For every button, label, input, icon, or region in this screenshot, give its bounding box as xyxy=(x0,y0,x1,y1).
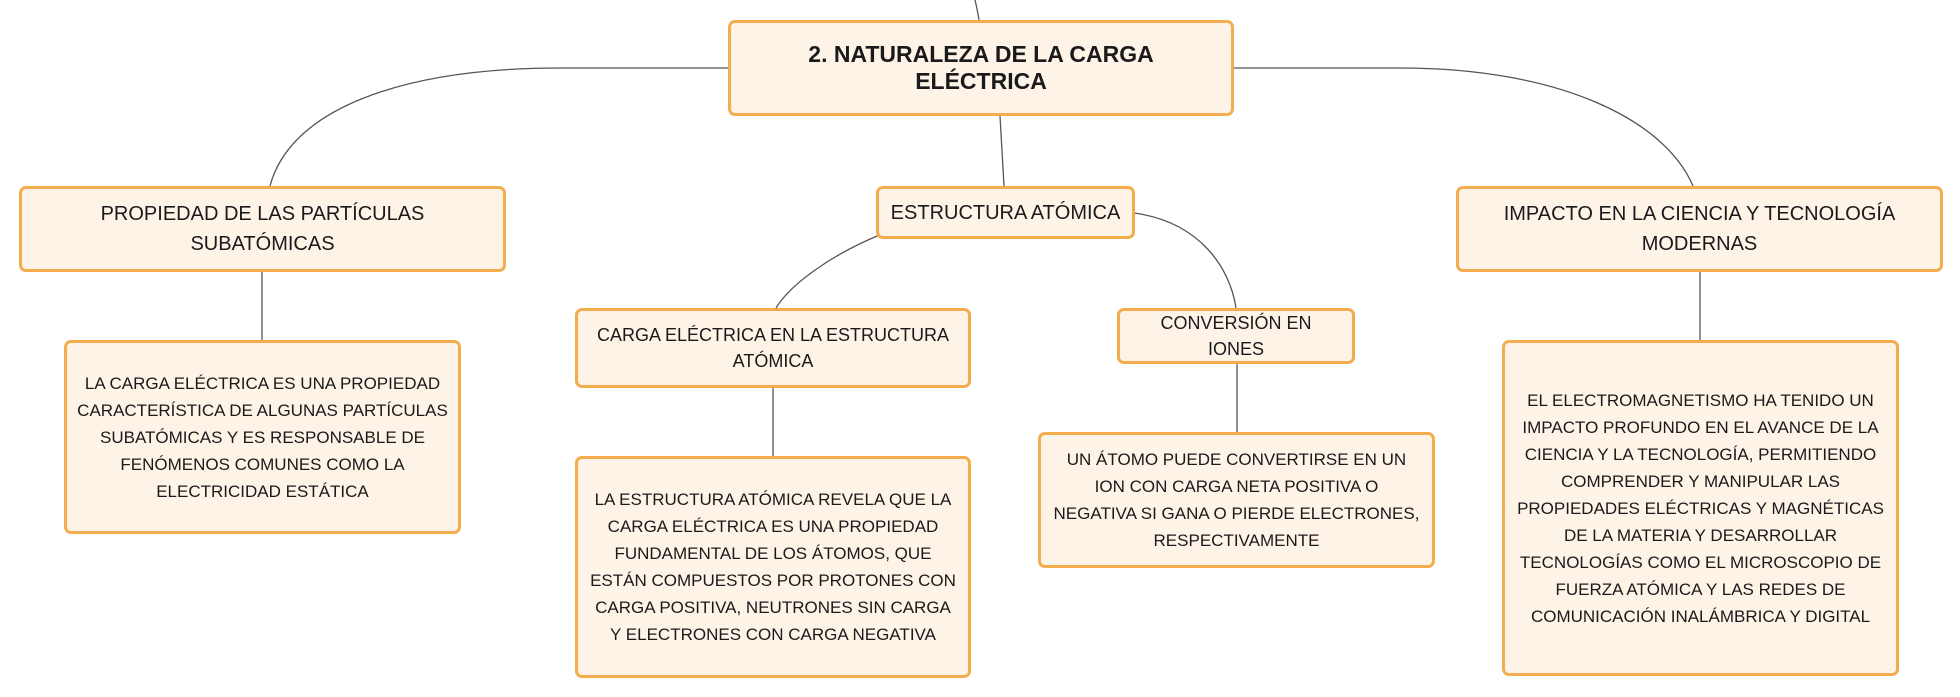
connector-root-to-structure xyxy=(999,115,1005,187)
subtopic-node-ions[interactable]: CONVERSIÓN EN IONES xyxy=(1117,308,1355,364)
description-node-subatomic[interactable]: LA CARGA ELÉCTRICA ES UNA PROPIEDAD CARA… xyxy=(64,340,461,534)
description-text-ions: UN ÁTOMO PUEDE CONVERTIRSE EN UN ION CON… xyxy=(1053,450,1420,550)
topic-node-atomic-structure[interactable]: ESTRUCTURA ATÓMICA xyxy=(876,186,1135,239)
description-node-impact[interactable]: EL ELECTROMAGNETISMO HA TENIDO UN IMPACT… xyxy=(1502,340,1899,676)
connector-root-to-impact xyxy=(1234,67,1694,187)
topic-node-impact[interactable]: IMPACTO EN LA CIENCIA Y TECNOLOGÍA MODER… xyxy=(1456,186,1943,272)
connector-root-to-subatomic xyxy=(269,67,728,187)
description-node-ions[interactable]: UN ÁTOMO PUEDE CONVERTIRSE EN UN ION CON… xyxy=(1038,432,1435,568)
description-text-impact: EL ELECTROMAGNETISMO HA TENIDO UN IMPACT… xyxy=(1517,390,1884,626)
subtopic-label-charge-structure: CARGA ELÉCTRICA EN LA ESTRUCTURA ATÓMICA xyxy=(596,325,950,371)
description-text-charge-structure: LA ESTRUCTURA ATÓMICA REVELA QUE LA CARG… xyxy=(590,490,956,644)
description-text-subatomic: LA CARGA ELÉCTRICA ES UNA PROPIEDAD CARA… xyxy=(77,373,448,501)
connector-structure-to-ions xyxy=(1133,212,1237,309)
connector-structure-to-charge xyxy=(775,233,883,309)
topic-label-impact: IMPACTO EN LA CIENCIA Y TECNOLOGÍA MODER… xyxy=(1503,203,1896,255)
topic-label-subatomic: PROPIEDAD DE LAS PARTÍCULAS SUBATÓMICAS xyxy=(100,203,425,255)
root-node[interactable]: 2. NATURALEZA DE LA CARGA ELÉCTRICA xyxy=(728,20,1234,116)
connector-incoming-root xyxy=(974,0,980,21)
root-node-label: 2. NATURALEZA DE LA CARGA ELÉCTRICA xyxy=(808,41,1154,94)
description-node-charge-structure[interactable]: LA ESTRUCTURA ATÓMICA REVELA QUE LA CARG… xyxy=(575,456,971,678)
topic-node-subatomic[interactable]: PROPIEDAD DE LAS PARTÍCULAS SUBATÓMICAS xyxy=(19,186,506,272)
subtopic-label-ions: CONVERSIÓN EN IONES xyxy=(1160,313,1312,359)
topic-label-atomic-structure: ESTRUCTURA ATÓMICA xyxy=(890,201,1121,224)
subtopic-node-charge-structure[interactable]: CARGA ELÉCTRICA EN LA ESTRUCTURA ATÓMICA xyxy=(575,308,971,388)
